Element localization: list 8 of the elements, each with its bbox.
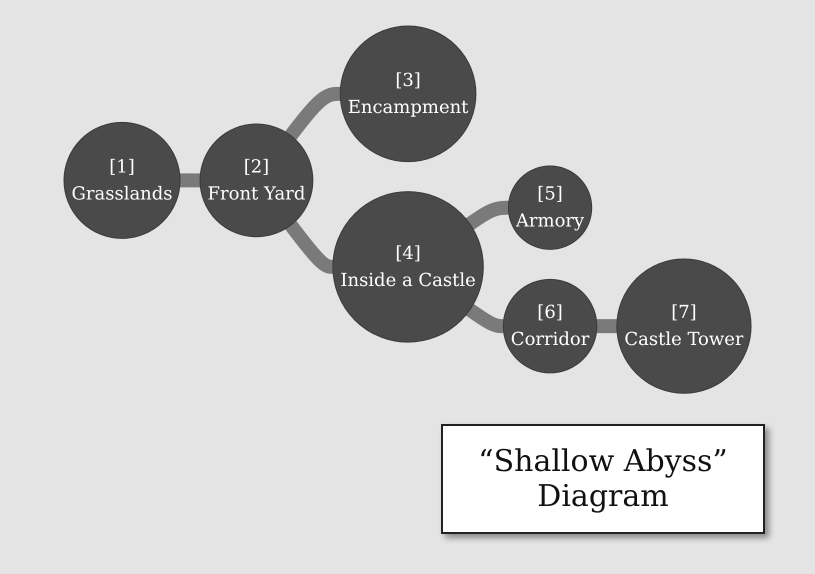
node-circle: [4] Inside a Castle — [332, 192, 484, 343]
node-circle: [6] Corridor — [502, 279, 598, 374]
node-circle: [7] Castle Tower — [616, 258, 752, 394]
node-circle: [3] Encampment — [340, 26, 476, 163]
title-banner: “Shallow Abyss” Diagram — [441, 424, 765, 534]
node-circle: [2] Front Yard — [200, 124, 314, 238]
node-circle: [1] Grasslands — [63, 122, 180, 240]
node-circle: [5] Armory — [508, 166, 592, 250]
